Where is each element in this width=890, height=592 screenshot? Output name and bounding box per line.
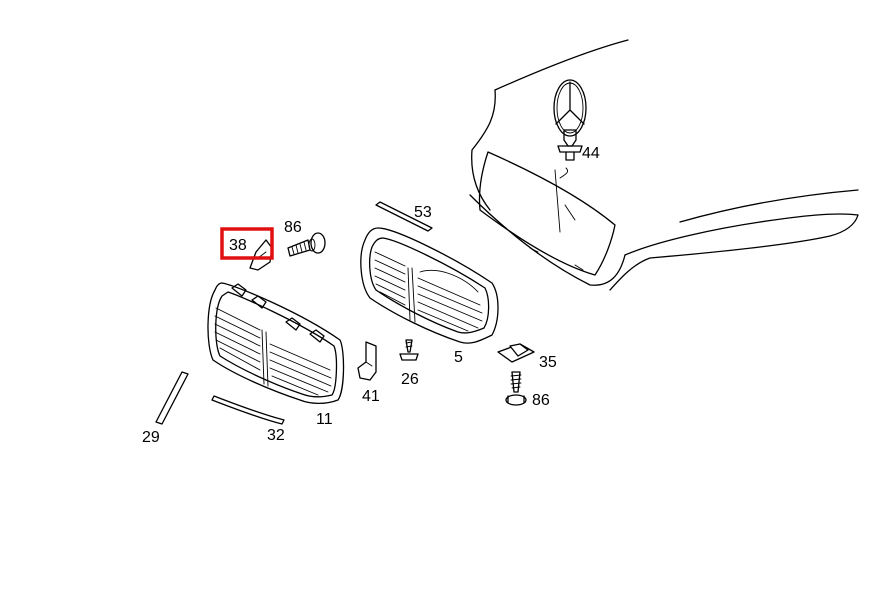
clip-38[interactable] xyxy=(249,239,273,271)
grille-frame-5-slats xyxy=(374,251,483,332)
highlight-box-38 xyxy=(220,227,274,260)
callout-11: 11 xyxy=(316,411,333,428)
callout-32: 32 xyxy=(267,427,285,444)
hood-body-outline xyxy=(469,39,859,291)
grille-insert-11-slats xyxy=(214,307,332,396)
trim-strip-29[interactable] xyxy=(155,371,189,425)
trim-strip-53[interactable] xyxy=(375,201,433,232)
callout-41: 41 xyxy=(362,388,380,405)
callout-29: 29 xyxy=(142,429,160,446)
nut-clip-35[interactable] xyxy=(497,343,535,363)
callout-5: 5 xyxy=(454,349,463,366)
callout-26: 26 xyxy=(401,371,419,388)
callout-53: 53 xyxy=(414,204,432,221)
screw-86-bottom[interactable] xyxy=(505,371,527,406)
screw-26[interactable] xyxy=(399,339,419,361)
callout-38: 38 xyxy=(229,237,247,254)
trim-strip-32[interactable] xyxy=(211,395,285,425)
grille-frame-5[interactable] xyxy=(360,227,499,344)
screw-86-top[interactable] xyxy=(287,232,326,257)
callout-86-bottom: 86 xyxy=(532,392,550,409)
grille-insert-11[interactable] xyxy=(207,282,345,405)
callout-44: 44 xyxy=(582,145,600,162)
star-emblem-44[interactable] xyxy=(553,79,587,161)
bracket-41[interactable] xyxy=(357,341,377,381)
callout-86-top: 86 xyxy=(284,219,302,236)
callout-35: 35 xyxy=(539,354,557,371)
